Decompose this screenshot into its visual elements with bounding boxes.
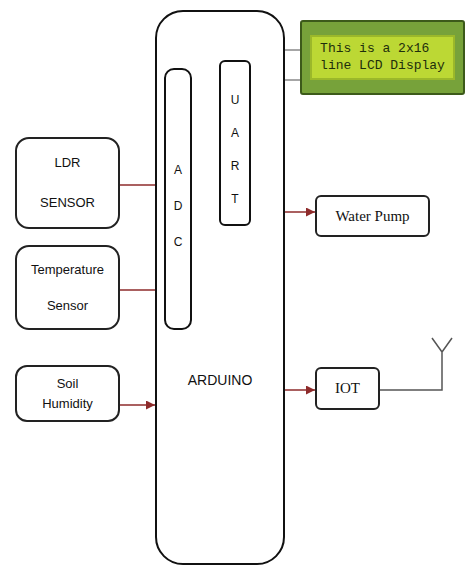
lcd-wire [285, 49, 300, 51]
sensor-box: LDR SENSOR [15, 137, 120, 229]
box-label: U A R T [231, 84, 240, 216]
adc-block: A D C [164, 68, 193, 330]
box-label: IOT [335, 380, 360, 397]
controller-block: ARDUINO A D C U A R T [155, 10, 285, 565]
lcd-wire [285, 79, 300, 81]
sensor-box: Temperature Sensor [15, 245, 120, 330]
sensor-box: Soil Humidity [15, 365, 120, 422]
antenna-symbol [380, 338, 452, 390]
iot-box: IOT [315, 367, 380, 410]
box-label: Water Pump [335, 208, 409, 225]
uart-block: U A R T [219, 60, 251, 226]
lcd-display: This is a 2x16 line LCD Display [300, 20, 465, 95]
box-label: Temperature Sensor [31, 252, 104, 324]
box-label: ARDUINO [188, 372, 253, 388]
actuator-box: Water Pump [315, 195, 430, 237]
box-label: Soil Humidity [42, 374, 93, 414]
signal-arrow [120, 404, 155, 406]
lcd-text: This is a 2x16 line LCD Display [310, 35, 455, 81]
box-label: A D C [174, 152, 183, 260]
signal-arrow [285, 389, 315, 391]
box-label: LDR SENSOR [40, 143, 95, 223]
